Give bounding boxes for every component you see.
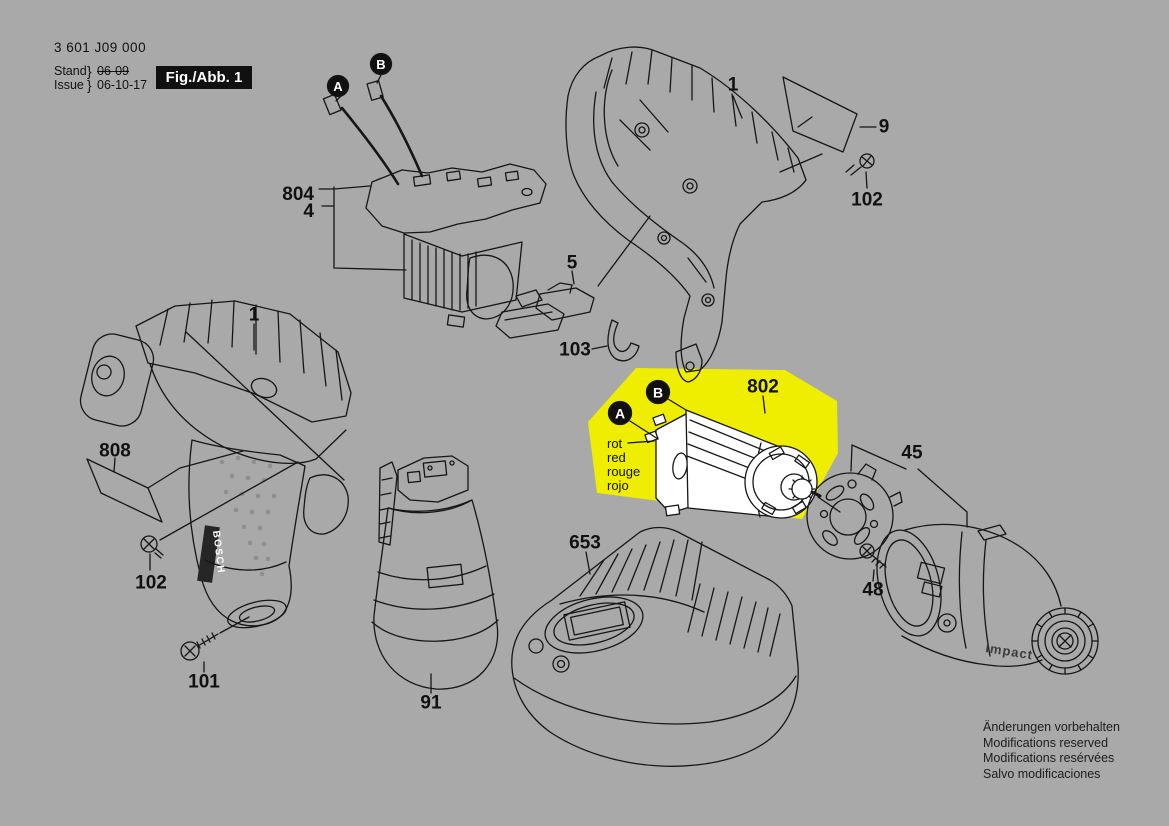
wire-color-rouge: rouge bbox=[607, 464, 641, 479]
warning-label-808-drawing bbox=[86, 450, 244, 523]
part-label-804: 804 bbox=[282, 184, 314, 205]
callout-b-motor: B bbox=[645, 379, 671, 405]
drill-body-left-drawing bbox=[79, 299, 352, 629]
footer-line-de: Änderungen vorbehalten bbox=[983, 720, 1120, 734]
part-label-5: 5 bbox=[566, 252, 578, 274]
label-sheet-9-drawing bbox=[779, 76, 877, 173]
part-label-48: 48 bbox=[862, 579, 884, 601]
part-label-1-left: 1 bbox=[248, 304, 260, 326]
motor-drawing bbox=[627, 395, 841, 519]
selector-slider-drawing bbox=[495, 215, 651, 339]
impact-head-drawing: Impact bbox=[876, 523, 1099, 675]
issue-date: 06-10-17 bbox=[97, 78, 148, 92]
screw-101-drawing bbox=[180, 616, 250, 673]
callout-a-motor: A bbox=[607, 400, 633, 426]
part-label-1-right: 1 bbox=[727, 74, 739, 96]
stand-brace: } bbox=[87, 63, 92, 79]
part-label-102-front: 102 bbox=[135, 572, 167, 594]
footer-notices: Änderungen vorbehalten Modifications res… bbox=[983, 720, 1120, 782]
callout-a-motor-letter: A bbox=[615, 406, 625, 422]
footer-line-en: Modifications reserved bbox=[983, 735, 1109, 750]
wire-color-rot: rot bbox=[607, 436, 623, 451]
screw-102-housing-drawing bbox=[845, 153, 875, 189]
bosch-logo-text: BOSCH bbox=[210, 530, 226, 575]
part-label-802: 802 bbox=[747, 376, 779, 398]
part-label-45: 45 bbox=[901, 442, 923, 464]
callout-b-top-letter: B bbox=[376, 57, 385, 72]
header-block: 3 601 J09 000 Stand } 06-09 Issue } 06-1… bbox=[54, 40, 148, 93]
part-label-103: 103 bbox=[559, 339, 591, 361]
callout-b-top: B bbox=[369, 52, 393, 76]
screw-48-drawing bbox=[859, 543, 887, 582]
document-number: 3 601 J09 000 bbox=[54, 40, 147, 55]
issue-brace: } bbox=[87, 77, 92, 93]
stand-label: Stand bbox=[54, 64, 87, 78]
callout-a-top-letter: A bbox=[333, 79, 343, 94]
hook-103-drawing bbox=[591, 319, 640, 362]
part-label-4: 4 bbox=[303, 201, 314, 222]
part-label-101: 101 bbox=[188, 671, 220, 693]
bosch-logo-strip: BOSCH bbox=[210, 530, 226, 575]
part-label-91: 91 bbox=[420, 692, 442, 714]
footer-line-fr: Modifications resérvées bbox=[983, 751, 1115, 765]
issue-row: Issue } 06-10-17 bbox=[54, 77, 148, 93]
screw-102-front-drawing bbox=[140, 461, 299, 571]
old-issue-date: 06-09 bbox=[97, 64, 129, 78]
figure-label-box: Fig./Abb. 1 bbox=[156, 66, 252, 89]
housing-right-drawing bbox=[565, 46, 807, 383]
wire-color-red: red bbox=[607, 450, 626, 465]
part-label-653: 653 bbox=[569, 532, 601, 554]
battery-pack-drawing bbox=[371, 455, 499, 694]
wire-color-rojo: rojo bbox=[607, 478, 629, 493]
gear-plate-drawing bbox=[806, 444, 968, 560]
callout-b-motor-letter: B bbox=[653, 385, 663, 401]
callout-a-top: A bbox=[326, 74, 350, 98]
impact-branding-text: Impact bbox=[985, 640, 1035, 662]
part-label-102-housing: 102 bbox=[851, 189, 883, 211]
charger-drawing bbox=[511, 526, 799, 767]
part-label-9: 9 bbox=[878, 116, 890, 138]
switch-assembly-drawing bbox=[318, 74, 547, 328]
stand-row: Stand } 06-09 bbox=[54, 63, 147, 79]
footer-line-es: Salvo modificaciones bbox=[983, 766, 1101, 781]
part-label-808: 808 bbox=[99, 440, 131, 462]
issue-label: Issue bbox=[54, 78, 84, 92]
